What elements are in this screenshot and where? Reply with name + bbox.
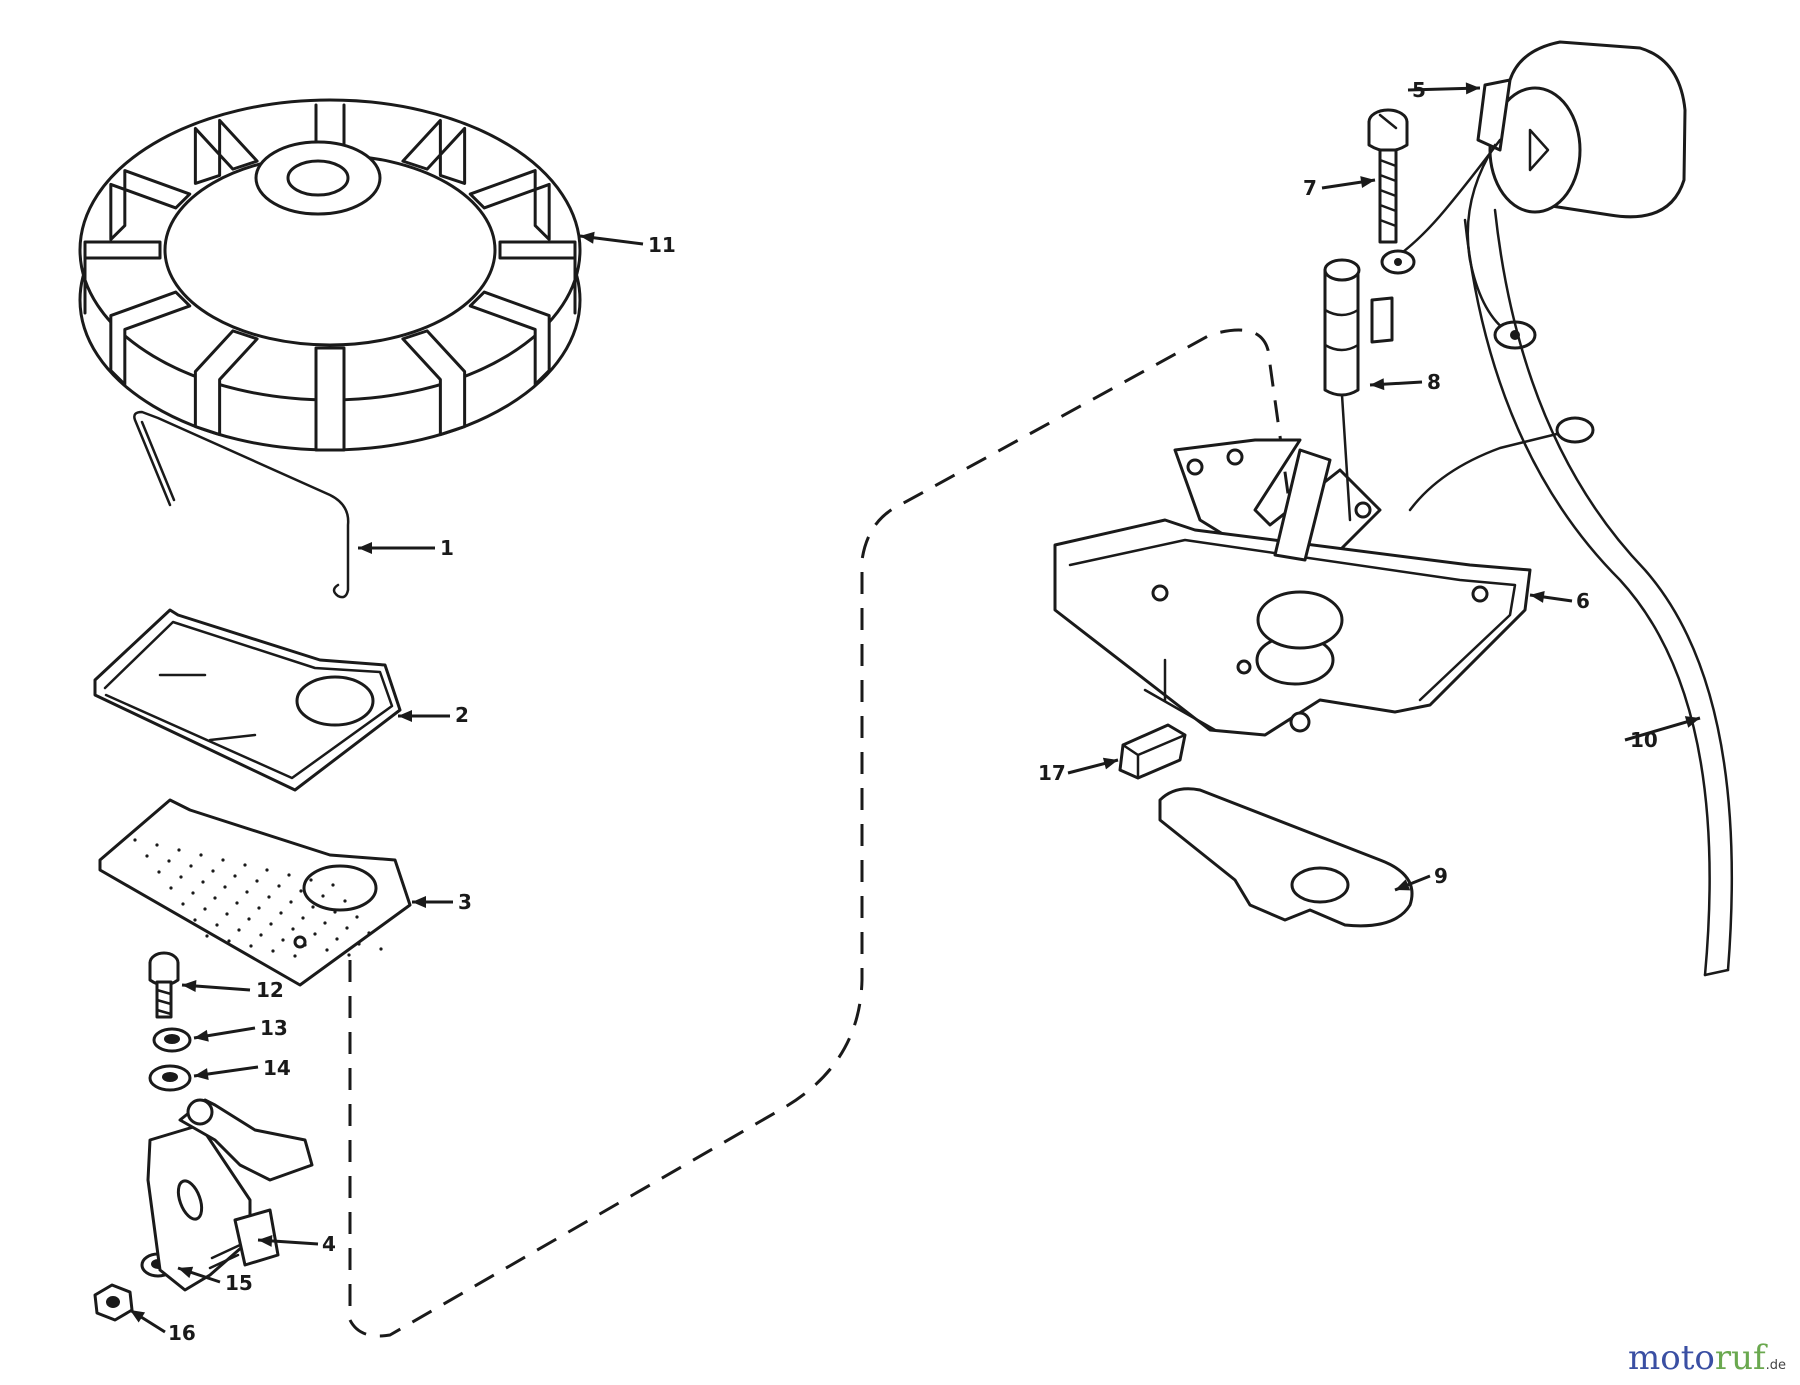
callout-6: 6 (1576, 589, 1590, 613)
callout-8: 8 (1427, 370, 1441, 394)
leader-arrow-14 (193, 1065, 259, 1080)
breaker-points-part (146, 1098, 314, 1292)
flywheel-fin (83, 240, 162, 315)
coil-bracket-part (1053, 438, 1532, 737)
washer-part-13 (152, 1027, 192, 1053)
gasket-plate-part (93, 608, 402, 792)
flywheel-fin (109, 290, 192, 386)
callout-1: 1 (440, 536, 454, 560)
breaker-plate-part (98, 798, 412, 987)
leader-arrow-15 (177, 1266, 221, 1284)
nut-part (93, 1283, 134, 1322)
leader-arrow-5 (1407, 82, 1481, 95)
coil-screw-part (1367, 108, 1409, 244)
flywheel-fin (498, 240, 577, 315)
ground-wire-part (1408, 430, 1567, 512)
callout-leaders (129, 82, 1701, 1334)
ignition-coil-part (1380, 40, 1687, 350)
flywheel-fin (193, 329, 259, 437)
leader-arrow-4 (257, 1234, 319, 1247)
flywheel-fin (314, 346, 346, 452)
flywheel-fin (401, 118, 467, 185)
flywheel-fin (193, 118, 259, 185)
callout-4: 4 (322, 1232, 336, 1256)
flywheel-fin (109, 169, 192, 241)
assembly-path-line (348, 328, 1302, 1338)
washer-part-14 (148, 1064, 192, 1092)
flywheel-fin (468, 169, 551, 241)
callout-10: 10 (1630, 728, 1658, 752)
condenser-part (1323, 258, 1394, 522)
callout-9: 9 (1434, 864, 1448, 888)
callout-7: 7 (1303, 176, 1317, 200)
screw-part (148, 951, 180, 1019)
flywheel-part (78, 98, 582, 452)
leader-arrow-2 (398, 710, 450, 722)
leader-arrow-7 (1321, 176, 1376, 190)
leader-arrow-13 (193, 1026, 256, 1042)
leader-arrow-3 (412, 896, 453, 908)
leader-arrow-16 (129, 1308, 166, 1334)
flywheel-fin (468, 290, 551, 386)
callout-12: 12 (256, 978, 284, 1002)
leader-arrow-8 (1369, 378, 1423, 391)
callout-14: 14 (263, 1056, 291, 1080)
watermark-tld: .de (1765, 1358, 1786, 1373)
callout-13: 13 (260, 1016, 288, 1040)
callout-11: 11 (648, 233, 676, 257)
callout-16: 16 (168, 1321, 196, 1345)
leader-arrow-1 (358, 542, 435, 554)
leader-arrow-12 (181, 980, 251, 993)
leader-arrow-10 (1624, 716, 1701, 742)
leader-arrow-6 (1529, 591, 1573, 603)
flywheel-fin (401, 329, 467, 437)
watermark-brand-first: moto (1628, 1338, 1715, 1378)
watermark-brand-second: ruf (1714, 1338, 1766, 1378)
breaker-cover-plate-part (1158, 787, 1414, 928)
callout-3: 3 (458, 890, 472, 914)
callout-15: 15 (225, 1271, 253, 1295)
callout-2: 2 (455, 703, 469, 727)
lead-wire-part (1463, 208, 1734, 977)
motoruf-watermark: motoruf.de (1628, 1341, 1786, 1375)
callout-5: 5 (1412, 78, 1426, 102)
leader-arrow-9 (1394, 874, 1431, 892)
insulator-block-part (1118, 723, 1187, 780)
leader-arrow-17 (1067, 757, 1119, 775)
spring-clip-part (133, 410, 350, 599)
leader-arrow-11 (579, 231, 644, 246)
callout-17: 17 (1038, 761, 1066, 785)
